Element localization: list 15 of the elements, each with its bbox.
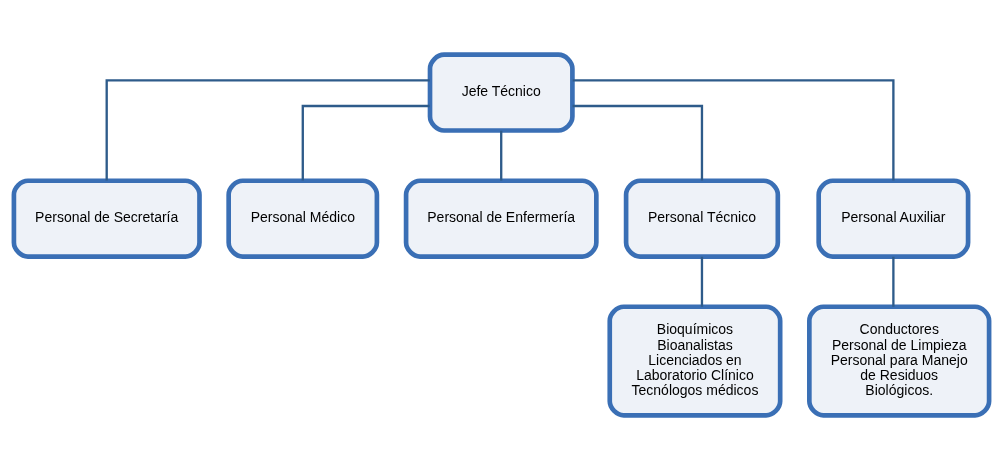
connector [500,130,503,181]
node-box: Personal de Enfermería [403,178,599,259]
node-box: Personal Auxiliar [816,178,971,259]
node-box: Personal Técnico [623,178,781,259]
node-box: Bioquímicos Bioanalistas Licenciados en Laboratorio Clínico Tecnólogos médicos [607,304,783,418]
connector [572,79,895,181]
node-box: Personal de Secretaría [11,178,202,259]
node-box: Personal Médico [226,178,380,259]
connector [572,104,704,181]
connector [301,104,430,181]
node-box: Jefe Técnico [427,52,575,133]
node-box: Conductores Personal de Limpieza Personal para Manejo de Residuos Biológicos. [807,304,992,418]
connector [105,79,430,181]
connector [892,256,895,307]
connector [700,256,704,307]
